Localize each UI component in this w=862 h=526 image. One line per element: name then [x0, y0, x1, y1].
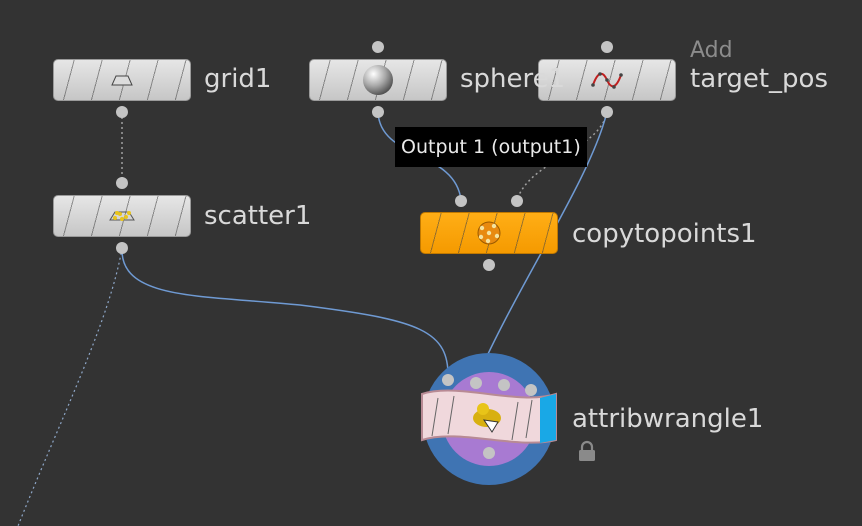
scatter-icon: [109, 211, 135, 221]
copytopoints1-input-port-2[interactable]: [511, 195, 523, 207]
lock-icon[interactable]: [577, 440, 597, 462]
grid1-label: grid1: [204, 64, 272, 94]
sphere1-node[interactable]: [309, 59, 447, 101]
scatter1-node[interactable]: [53, 195, 191, 237]
copytopoints1-label: copytopoints1: [572, 219, 757, 249]
sphere-icon: [363, 65, 393, 95]
wire-scatter-to-left[interactable]: [17, 247, 123, 526]
sphere1-label: sphere1: [460, 64, 566, 94]
grid1-node[interactable]: [53, 59, 191, 101]
scatter1-label: scatter1: [204, 201, 312, 231]
copytopoints1-input-port-1[interactable]: [455, 195, 467, 207]
attribwrangle1-node[interactable]: [418, 350, 560, 488]
scatter1-input-port[interactable]: [116, 177, 128, 189]
target-pos-input-port[interactable]: [601, 41, 613, 53]
curve-icon: [591, 72, 623, 89]
sphere1-output-port[interactable]: [372, 106, 384, 118]
sphere1-input-port[interactable]: [372, 41, 384, 53]
grid1-output-port[interactable]: [116, 106, 128, 118]
target-pos-pre-label: Add: [690, 38, 733, 63]
grid-icon: [111, 75, 133, 86]
copytopoints1-node[interactable]: [420, 212, 558, 254]
scatter1-output-port[interactable]: [116, 242, 128, 254]
port-tooltip: Output 1 (output1): [395, 127, 587, 167]
wire-scatter-to-wrangle[interactable]: [121, 247, 449, 381]
attribwrangle1-label: attribwrangle1: [572, 404, 764, 434]
copytopoints1-output-port[interactable]: [483, 259, 495, 271]
target-pos-node[interactable]: [538, 59, 676, 101]
copy-points-icon: [477, 221, 501, 245]
wrangle-icon: [473, 403, 501, 433]
target-pos-output-port[interactable]: [601, 106, 613, 118]
target-pos-label: target_pos: [690, 64, 829, 94]
